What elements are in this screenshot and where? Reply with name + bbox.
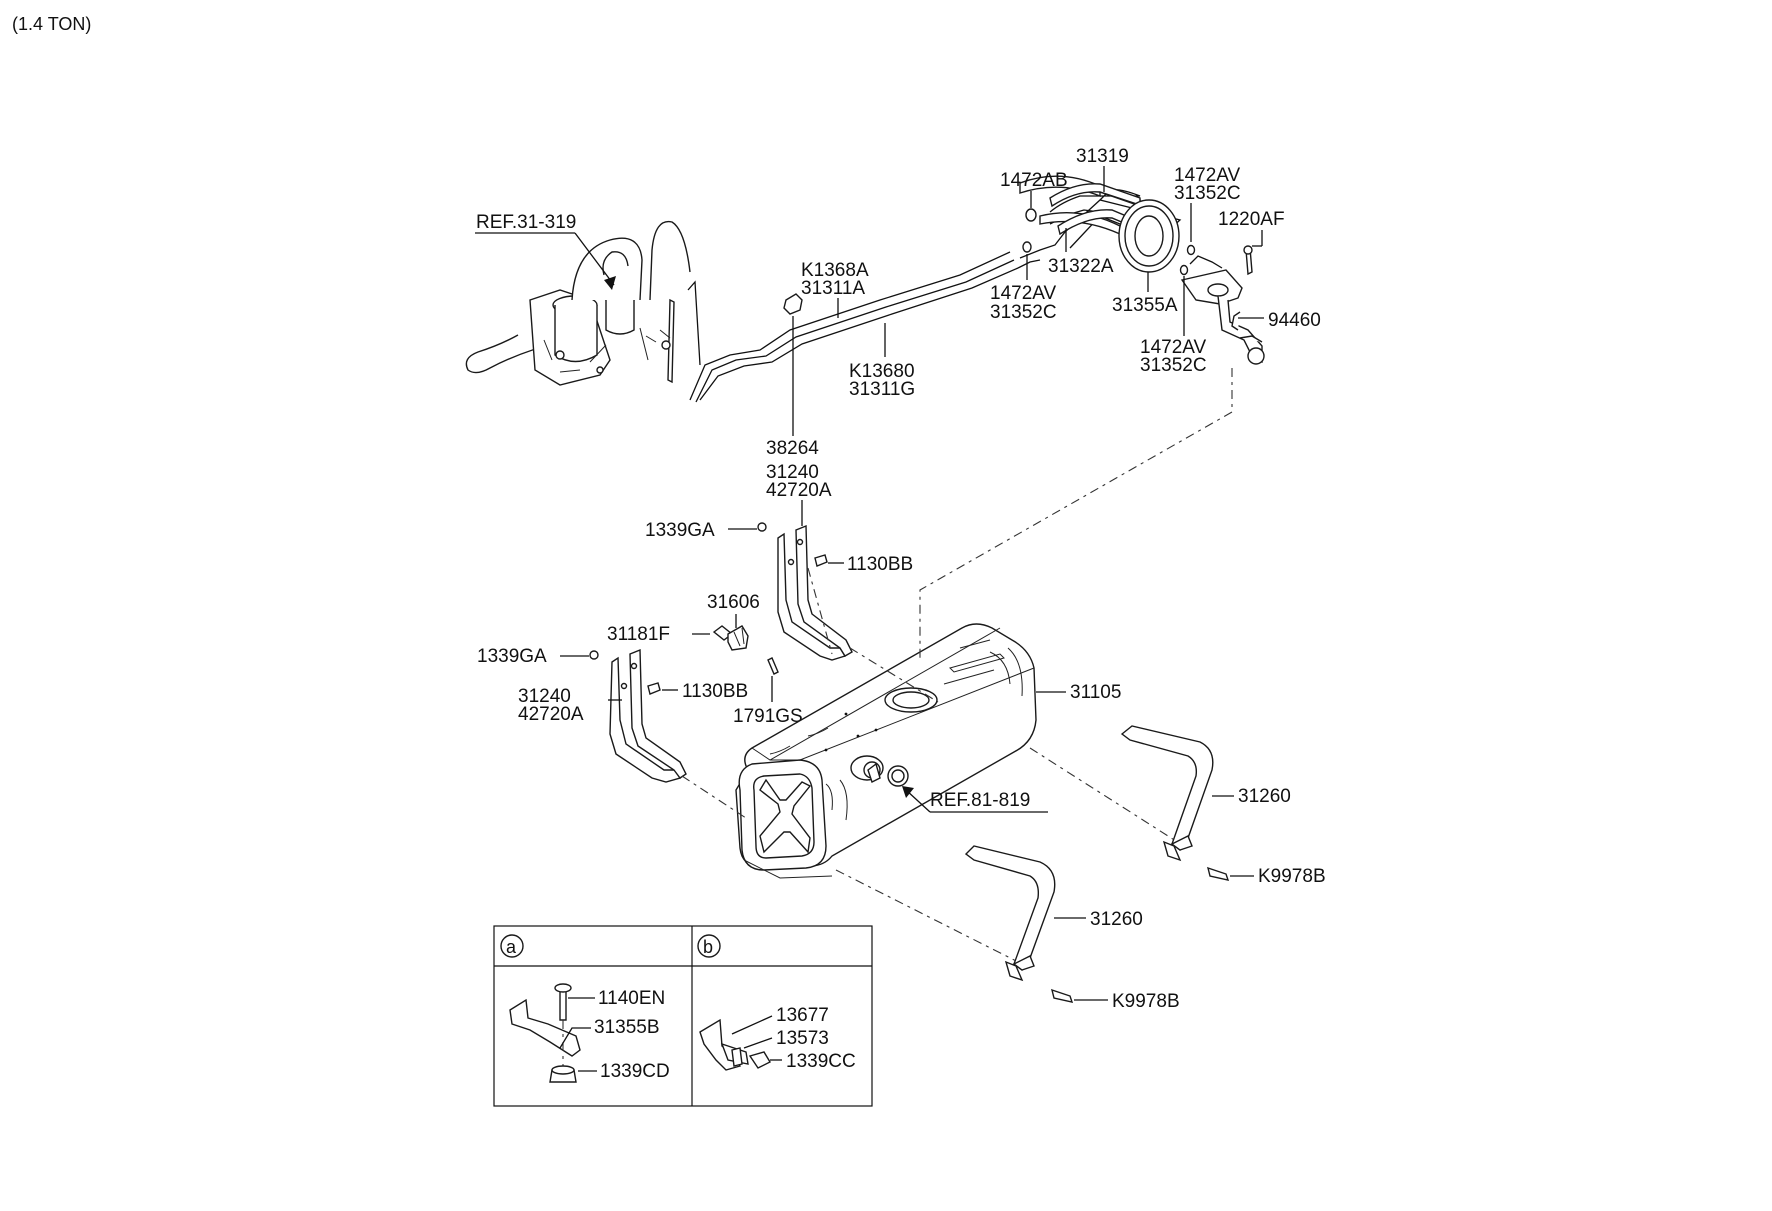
1472av-b-label: 1472AV — [1174, 165, 1241, 186]
nut-1339ga-a — [757, 522, 767, 532]
ref-81-819-label: REF.81-819 — [930, 790, 1030, 811]
clamp-1472ab — [1025, 208, 1037, 222]
1140en-label: 1140EN — [598, 988, 665, 1009]
detail-inset: a b 1140EN 31355B 1339CD 13677 13573 133… — [493, 925, 873, 1107]
42720a-b-label: 42720A — [518, 704, 584, 725]
31260-b-label: 31260 — [1090, 909, 1143, 930]
clamp-1472av-b — [1186, 244, 1196, 256]
1130bb-a-label: 1130BB — [847, 554, 913, 575]
fuel-tank-31105 — [735, 623, 1037, 879]
1791gs-label: 1791GS — [733, 706, 803, 727]
31355b-label: 31355B — [594, 1017, 660, 1038]
panel-a-marker-text: a — [506, 937, 517, 957]
38264-label: 38264 — [766, 438, 819, 459]
1339ga-b-label: 1339GA — [477, 646, 547, 667]
31260-a-label: 31260 — [1238, 786, 1291, 807]
31105-label: 31105 — [1070, 682, 1121, 703]
panel-b-marker-text: b — [703, 937, 713, 957]
31352c-a-label: 31352C — [990, 302, 1057, 323]
1472ab-label: 1472AB — [1000, 170, 1068, 191]
canister-assembly — [465, 220, 691, 386]
94460-label: 94460 — [1268, 310, 1321, 331]
bolt-k9978b-b — [1051, 988, 1074, 1003]
bracket-31355b — [509, 998, 581, 1057]
tank-hanger-upper — [777, 524, 853, 661]
hose-1791gs — [767, 657, 779, 675]
clamp-1472av-a — [1022, 241, 1032, 253]
bolt-1140en — [559, 989, 567, 1021]
bolt-1130bb-b — [647, 682, 661, 695]
1472av-a-label: 1472AV — [990, 283, 1057, 304]
k9978b-a-label: K9978B — [1258, 866, 1326, 887]
31181f-label: 31181F — [607, 624, 670, 645]
1339ga-a-label: 1339GA — [645, 520, 715, 541]
bolt-k9978b-a — [1207, 866, 1230, 881]
1339cd-label: 1339CD — [600, 1061, 670, 1082]
13573-label: 13573 — [776, 1028, 829, 1049]
1339cc-label: 1339CC — [786, 1051, 856, 1072]
1220af-label: 1220AF — [1218, 209, 1285, 230]
tank-band-left — [964, 845, 1056, 982]
31355a-label: 31355A — [1112, 295, 1178, 316]
assembly-guides — [681, 368, 1233, 969]
nut-1339ga-b — [589, 650, 599, 660]
connector-38264 — [783, 293, 803, 315]
model-note: (1.4 TON) — [12, 14, 91, 34]
clamp-1472av-c — [1179, 264, 1189, 276]
k1368a-label: K1368A — [801, 260, 869, 281]
tank-band-right — [1120, 725, 1214, 862]
31352c-b-label: 31352C — [1174, 183, 1241, 204]
drain-plug-31606 — [727, 625, 749, 651]
13677-label: 13677 — [776, 1005, 829, 1026]
31606-label: 31606 — [707, 592, 760, 613]
31352c-c-label: 31352C — [1140, 355, 1207, 376]
bolt-1130bb-a — [814, 554, 828, 567]
k13680-label: K13680 — [849, 361, 915, 382]
nut-1339cc — [748, 1051, 771, 1069]
31311g-label: 31311G — [849, 379, 915, 400]
31319-label: 31319 — [1076, 146, 1129, 167]
42720a-a-label: 42720A — [766, 480, 832, 501]
panel-b-marker — [697, 934, 721, 958]
31240-a-label: 31240 — [766, 462, 819, 483]
ref-31-319-label: REF.31-319 — [476, 212, 576, 233]
31240-b-label: 31240 — [518, 686, 571, 707]
panel-a-marker — [500, 934, 524, 958]
1130bb-b-label: 1130BB — [682, 681, 748, 702]
bracket-94460 — [1180, 255, 1265, 365]
tank-hanger-lower — [609, 648, 687, 783]
31322a-label: 31322A — [1048, 256, 1114, 277]
k9978b-b-label: K9978B — [1112, 991, 1180, 1012]
filler-seal-31355a — [1118, 199, 1180, 273]
31311a-label: 31311A — [801, 278, 865, 299]
1472av-c-label: 1472AV — [1140, 337, 1207, 358]
